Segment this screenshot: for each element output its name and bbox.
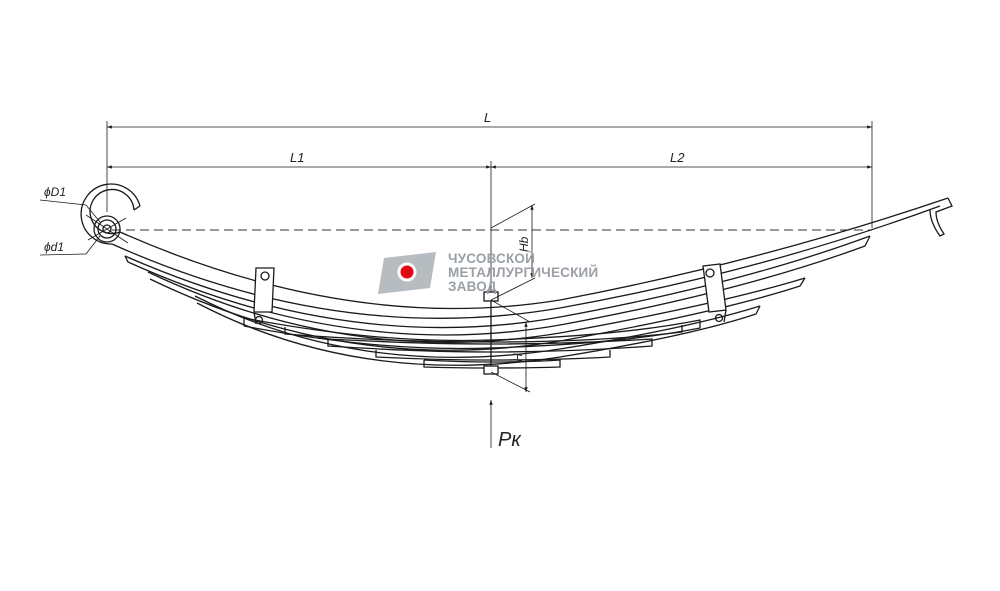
leaf-9	[423, 359, 561, 369]
leaf-8	[375, 350, 611, 361]
front-clamp	[253, 267, 275, 325]
rear-clamp	[702, 263, 727, 323]
leaf-6	[284, 325, 683, 343]
dimension-h-label: H	[511, 353, 525, 362]
manufacturer-logo: ЧУСОВСКОЙ МЕТАЛЛУРГИЧЕСКИЙ ЗАВОД	[378, 251, 598, 294]
eye-outer-diameter-label: ϕD1	[44, 185, 66, 199]
logo-line-3: ЗАВОД	[448, 279, 497, 294]
dimension-hb-label: Hb	[517, 236, 531, 252]
logo-line-2: МЕТАЛЛУРГИЧЕСКИЙ	[448, 265, 598, 280]
leaf-5	[243, 317, 701, 350]
dimension-l1-label: L1	[290, 150, 304, 165]
leaf-2	[124, 235, 871, 329]
main-leaf-bottom	[111, 205, 941, 319]
dimension-l1-l2: L1 L2	[107, 150, 872, 300]
spring-leaves	[111, 197, 953, 369]
dimension-h: H	[490, 299, 531, 393]
rear-hook	[929, 197, 953, 237]
leaf-2-end	[124, 235, 871, 336]
eye-inner-diameter-label: ϕd1	[44, 240, 64, 254]
dimension-l2-label: L2	[670, 150, 685, 165]
leaf-7	[327, 338, 653, 353]
dimension-l-label: L	[484, 110, 491, 125]
logo-line-1: ЧУСОВСКОЙ	[448, 251, 535, 266]
load-force: Pк	[489, 400, 522, 451]
dimension-hb: Hb	[490, 203, 536, 301]
dimension-l: L	[106, 110, 873, 228]
logo-red-dot-icon	[397, 262, 417, 282]
load-force-label: Pк	[498, 429, 522, 451]
front-eye: ϕD1 ϕd1	[39, 183, 141, 256]
leaf-3	[147, 271, 806, 343]
